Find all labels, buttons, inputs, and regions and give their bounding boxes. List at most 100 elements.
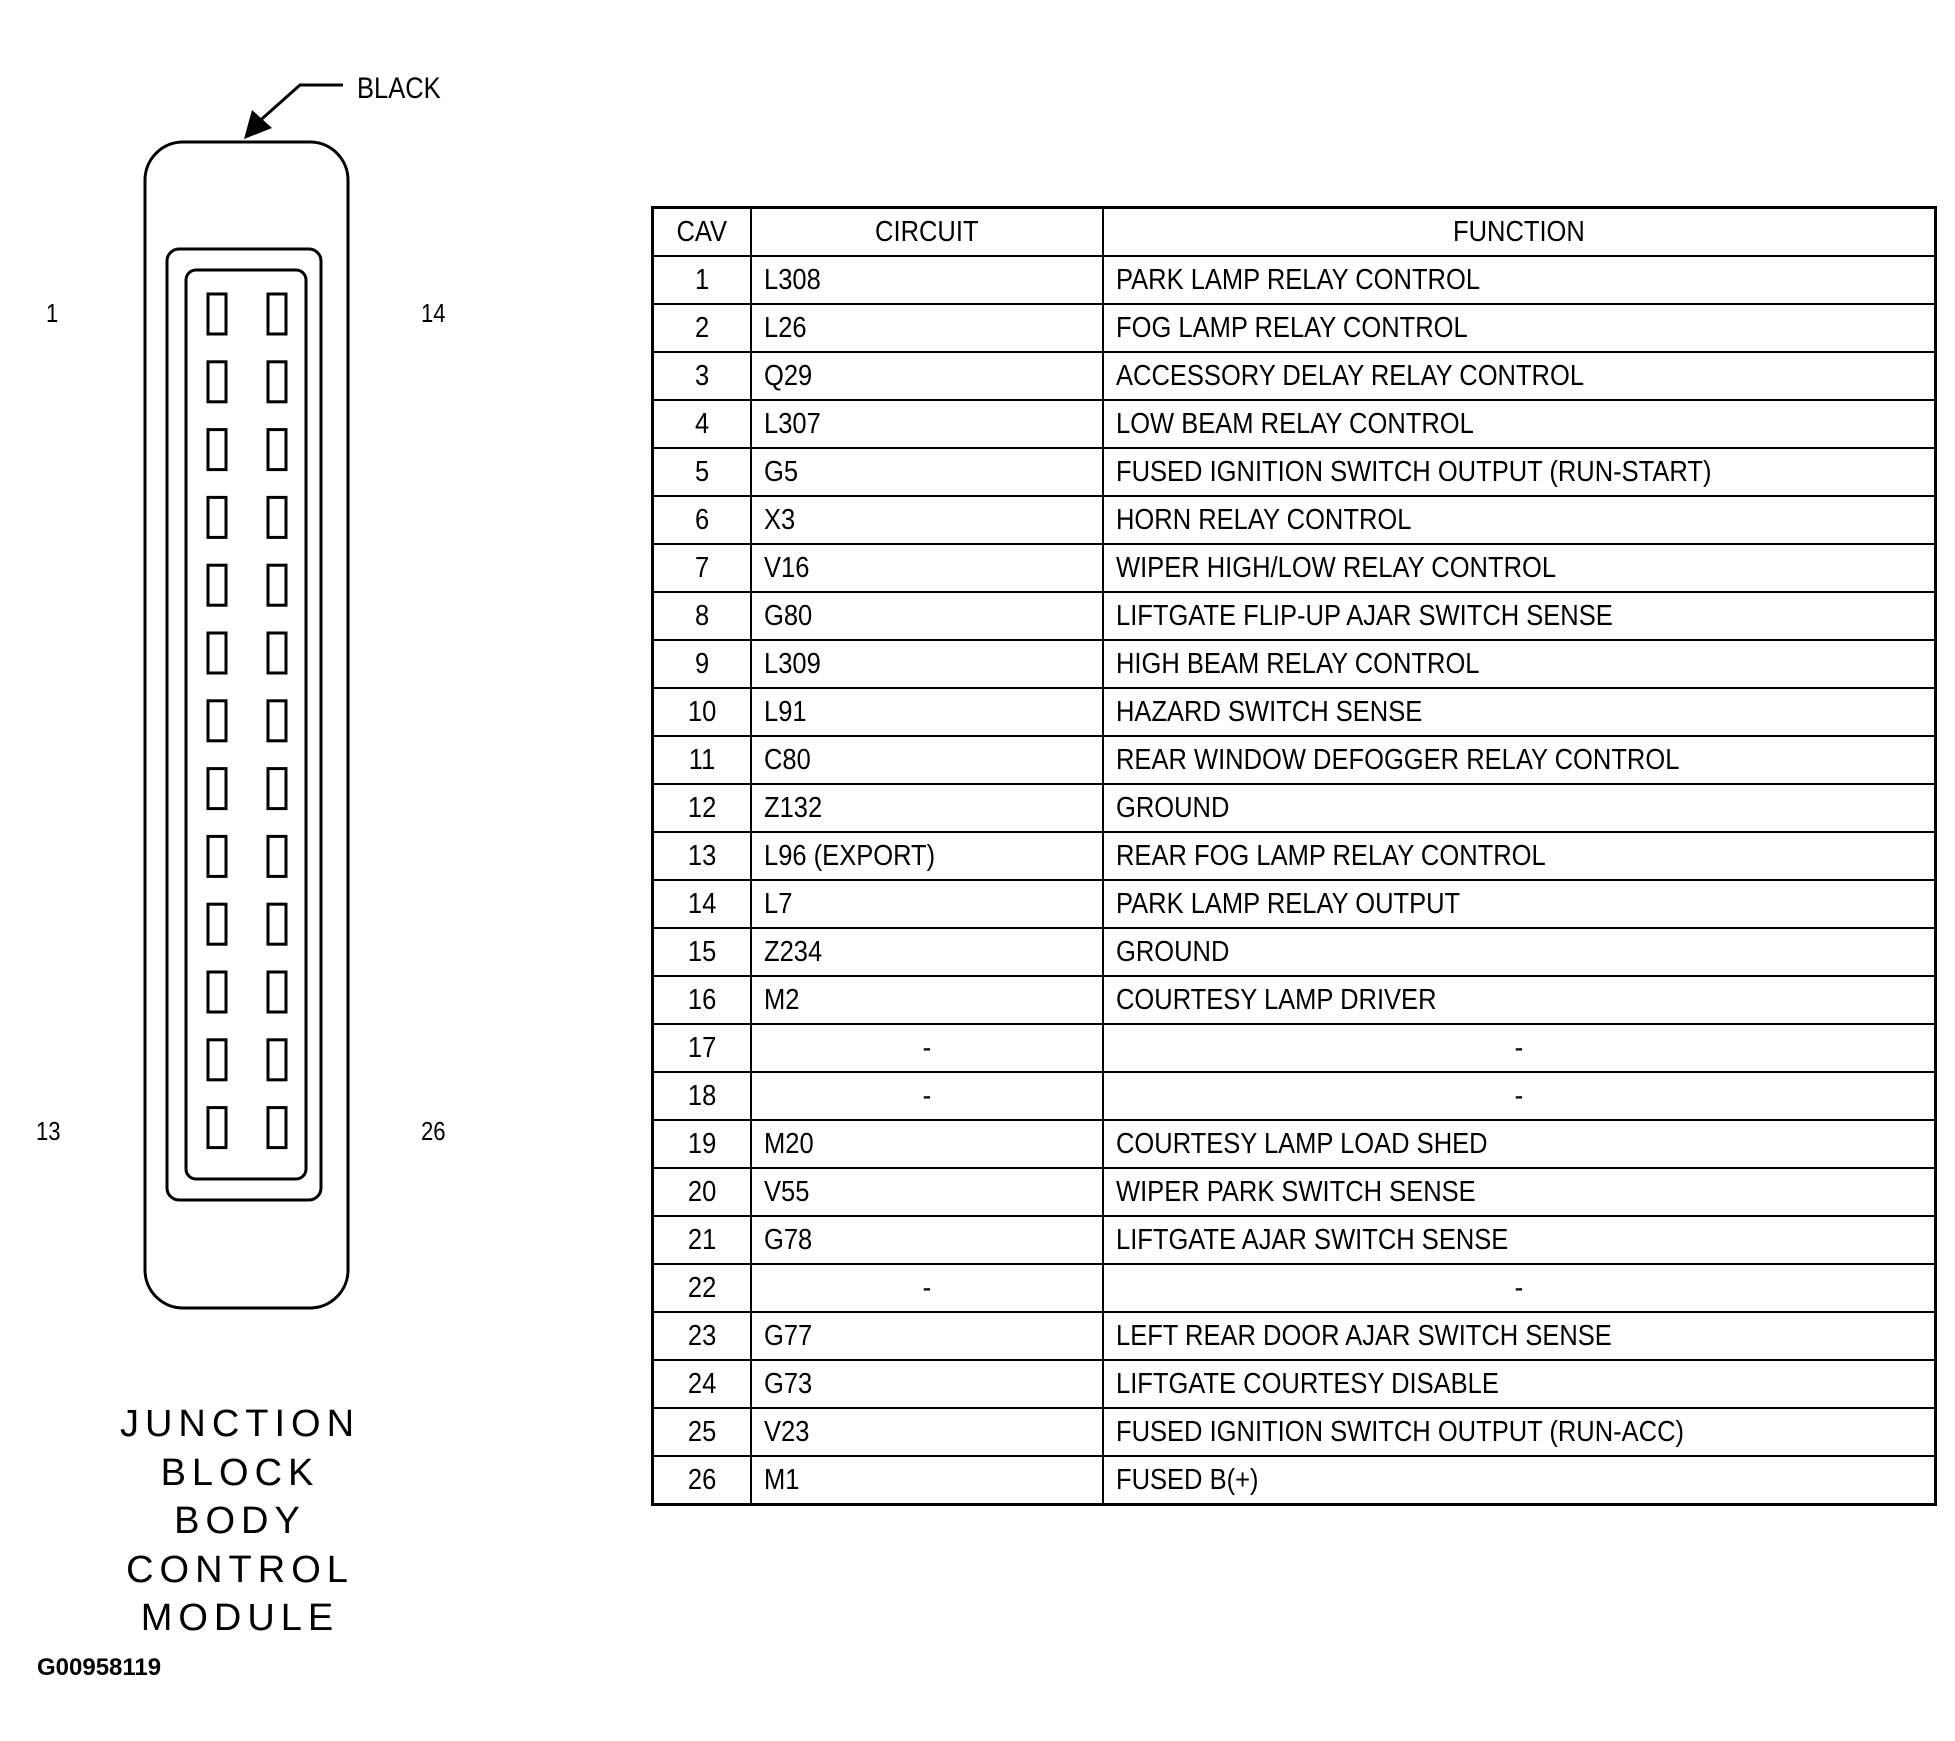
cell-function: - — [1101, 1071, 1937, 1121]
table-row: 22-- — [651, 1263, 1937, 1313]
cell-function: LIFTGATE AJAR SWITCH SENSE — [1101, 1215, 1937, 1265]
cell-circuit: Q29 — [749, 351, 1104, 401]
cell-function: REAR FOG LAMP RELAY CONTROL — [1101, 831, 1937, 881]
connector-pin-cavity — [184, 268, 308, 1181]
connector-pin — [266, 834, 288, 878]
connector-pin — [206, 495, 228, 539]
pin-label-bottom-right: 26 — [421, 1116, 446, 1146]
cell-circuit: L7 — [749, 879, 1104, 929]
module-name-line: CONTROL — [126, 1548, 354, 1591]
cell-circuit: L96 (EXPORT) — [749, 831, 1104, 881]
cell-cav: 20 — [651, 1167, 752, 1217]
connector-pin — [206, 292, 228, 336]
cell-function: LEFT REAR DOOR AJAR SWITCH SENSE — [1101, 1311, 1937, 1361]
cell-function: LIFTGATE COURTESY DISABLE — [1101, 1359, 1937, 1409]
cell-cav: 3 — [651, 351, 752, 401]
connector-pin — [206, 970, 228, 1014]
connector-pin — [266, 1038, 288, 1082]
header-cav: CAV — [651, 206, 752, 257]
cell-function: LOW BEAM RELAY CONTROL — [1101, 399, 1937, 449]
cell-cav: 6 — [651, 495, 752, 545]
cell-circuit: V23 — [749, 1407, 1104, 1457]
connector-pin — [266, 428, 288, 472]
cell-cav: 17 — [651, 1023, 752, 1073]
cell-function: FUSED IGNITION SWITCH OUTPUT (RUN-ACC) — [1101, 1407, 1937, 1457]
connector-color-label: BLACK — [357, 72, 441, 105]
connector-pin — [206, 902, 228, 946]
cell-circuit: X3 — [749, 495, 1104, 545]
table-row: 17-- — [651, 1023, 1937, 1073]
figure-id: G00958119 — [37, 1654, 162, 1681]
connector-pin — [266, 699, 288, 743]
cell-circuit: L309 — [749, 639, 1104, 689]
cell-circuit: G73 — [749, 1359, 1104, 1409]
cell-cav: 19 — [651, 1119, 752, 1169]
connector-pin — [266, 563, 288, 607]
cell-function: WIPER HIGH/LOW RELAY CONTROL — [1101, 543, 1937, 593]
connector-pin — [206, 631, 228, 675]
table-row: 18-- — [651, 1071, 1937, 1121]
cell-function: - — [1101, 1023, 1937, 1073]
color-leader-line — [254, 83, 343, 127]
pin-group — [206, 292, 288, 1150]
cell-function: COURTESY LAMP LOAD SHED — [1101, 1119, 1937, 1169]
cell-cav: 10 — [651, 687, 752, 737]
cell-cav: 21 — [651, 1215, 752, 1265]
cell-function: GROUND — [1101, 927, 1937, 977]
cell-circuit: M20 — [749, 1119, 1104, 1169]
cell-cav: 14 — [651, 879, 752, 929]
connector-face-diagram — [143, 83, 350, 1310]
cell-cav: 4 — [651, 399, 752, 449]
cell-circuit: L308 — [749, 255, 1104, 305]
cell-circuit: - — [749, 1071, 1104, 1121]
cell-cav: 16 — [651, 975, 752, 1025]
cell-cav: 12 — [651, 783, 752, 833]
cell-function: WIPER PARK SWITCH SENSE — [1101, 1167, 1937, 1217]
cell-cav: 22 — [651, 1263, 752, 1313]
cell-circuit: G80 — [749, 591, 1104, 641]
cell-function: - — [1101, 1263, 1937, 1313]
table-header-row: CAV CIRCUIT FUNCTION — [651, 206, 1937, 257]
cell-circuit: M1 — [749, 1455, 1104, 1506]
pin-label-bottom-left: 13 — [36, 1116, 61, 1146]
cell-circuit: M2 — [749, 975, 1104, 1025]
cell-cav: 24 — [651, 1359, 752, 1409]
cell-circuit: V16 — [749, 543, 1104, 593]
cell-function: HORN RELAY CONTROL — [1101, 495, 1937, 545]
cell-cav: 25 — [651, 1407, 752, 1457]
cell-circuit: V55 — [749, 1167, 1104, 1217]
cell-function: LIFTGATE FLIP-UP AJAR SWITCH SENSE — [1101, 591, 1937, 641]
cell-cav: 5 — [651, 447, 752, 497]
module-name-line: BODY — [174, 1500, 306, 1542]
cell-cav: 26 — [651, 1455, 752, 1506]
cell-function: FUSED IGNITION SWITCH OUTPUT (RUN-START) — [1101, 447, 1937, 497]
cell-circuit: L26 — [749, 303, 1104, 353]
module-name-line: JUNCTION — [119, 1403, 361, 1445]
cell-function: REAR WINDOW DEFOGGER RELAY CONTROL — [1101, 735, 1937, 785]
cell-circuit: - — [749, 1023, 1104, 1073]
cell-cav: 15 — [651, 927, 752, 977]
connector-inner-frame — [165, 247, 323, 1202]
cell-cav: 1 — [651, 255, 752, 305]
cell-function: COURTESY LAMP DRIVER — [1101, 975, 1937, 1025]
cell-function: PARK LAMP RELAY OUTPUT — [1101, 879, 1937, 929]
connector-pin — [266, 495, 288, 539]
connector-pin — [206, 834, 228, 878]
cell-circuit: - — [749, 1263, 1104, 1313]
